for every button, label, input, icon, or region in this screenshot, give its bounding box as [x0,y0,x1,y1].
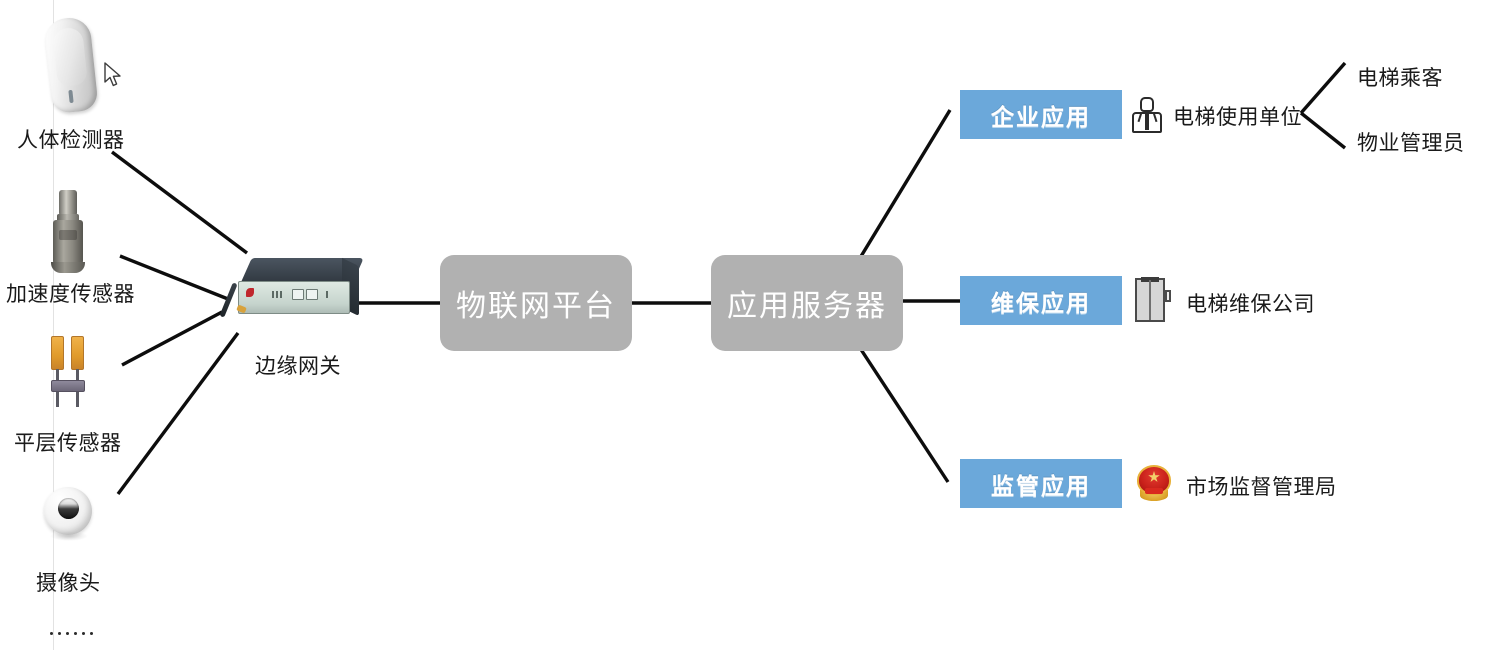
branch-label-passenger: 电梯乘客 [1357,66,1443,90]
regulatory-application-label: 监管应用 [991,473,1091,500]
wire-level-to-gateway [121,310,223,367]
branch-label-property-manager: 物业管理员 [1357,131,1465,155]
application-server-label: 应用服务器 [727,289,887,324]
edge-gateway-device-icon [219,257,364,320]
sensor-label-pir: 人体检测器 [17,128,125,152]
elevator-icon [1135,277,1171,322]
wire-appserver-to-enterprise [858,109,952,259]
sensor-label-leveling: 平层传感器 [14,431,122,455]
dome-camera-icon [44,487,96,543]
iot-platform-label: 物联网平台 [456,289,616,324]
regulatory-application-node[interactable]: 监管应用 [960,459,1122,508]
sensors-more-ellipsis [50,632,93,635]
sensor-label-accelerometer: 加速度传感器 [6,282,135,306]
wire-camera-to-gateway [116,331,240,496]
mouse-pointer-icon [104,62,121,87]
motion-detector-icon [43,15,99,115]
businessman-icon [1130,96,1164,134]
gateway-label: 边缘网关 [255,354,341,378]
enterprise-application-node[interactable]: 企业应用 [960,90,1122,139]
iot-platform-node[interactable]: 物联网平台 [440,255,632,351]
maintenance-application-node[interactable]: 维保应用 [960,276,1122,325]
government-emblem-icon [1135,464,1173,502]
accelerometer-icon [48,190,88,274]
wire-accel-to-gateway [119,254,229,301]
application-server-node[interactable]: 应用服务器 [711,255,903,351]
wire-unit-to-property [1299,111,1347,150]
enterprise-application-label: 企业应用 [991,104,1091,131]
canvas-left-edge-rule [53,0,54,650]
regulatory-consumer-label: 市场监督管理局 [1186,475,1337,499]
maintenance-application-label: 维保应用 [991,290,1091,317]
wire-unit-to-passenger [1299,61,1347,115]
sensor-label-camera: 摄像头 [36,571,101,595]
enterprise-consumer-label: 电梯使用单位 [1173,105,1302,129]
wire-pir-to-gateway [110,150,249,255]
leveling-sensor-icon [43,336,93,418]
maintenance-consumer-label: 电梯维保公司 [1186,292,1315,316]
wire-appserver-to-regulatory [858,347,950,483]
